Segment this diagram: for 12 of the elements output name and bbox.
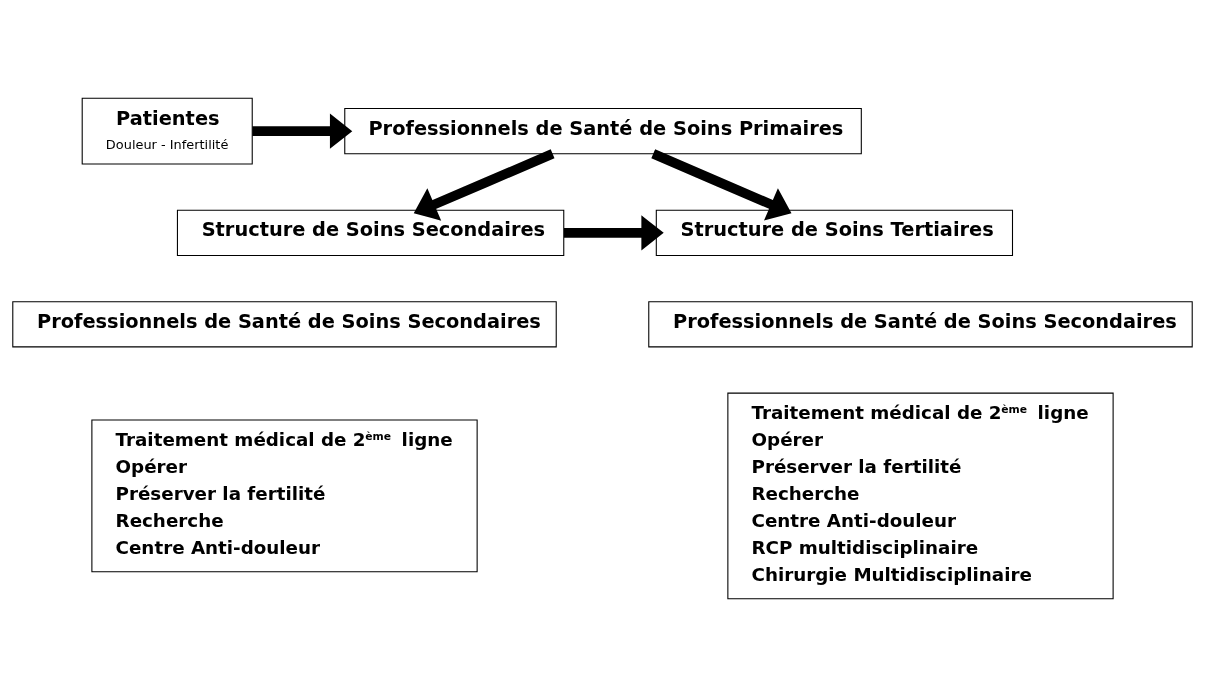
node-box: Professionnels de Santé de Soins Secondaires	[12, 301, 557, 348]
node-box: Professionnels de Santé de Soins Primaires	[344, 108, 862, 155]
arrow	[651, 149, 792, 221]
node-box: Traitement médical de 2$^{ème}$ ligne Opérer Préserver la fertilité Recherche Centre Anti-douleur	[91, 419, 478, 573]
arrow	[564, 215, 664, 251]
node-box: Structure de Soins Tertiaires	[655, 209, 1014, 256]
node-box: Patientes Douleur - Infertilité	[81, 97, 253, 165]
node-box: Professionnels de Santé de Soins Secondaires	[648, 301, 1193, 348]
node-box: Structure de Soins Secondaires	[176, 209, 565, 256]
arrow	[413, 149, 555, 221]
arrow	[252, 113, 353, 149]
node-box: Traitement médical de 2$^{ème}$ ligne Opérer Préserver la fertilité Recherche Centre Anti-douleur RCP multidisciplinaire Chirurgie Multidisciplinaire	[727, 392, 1114, 600]
